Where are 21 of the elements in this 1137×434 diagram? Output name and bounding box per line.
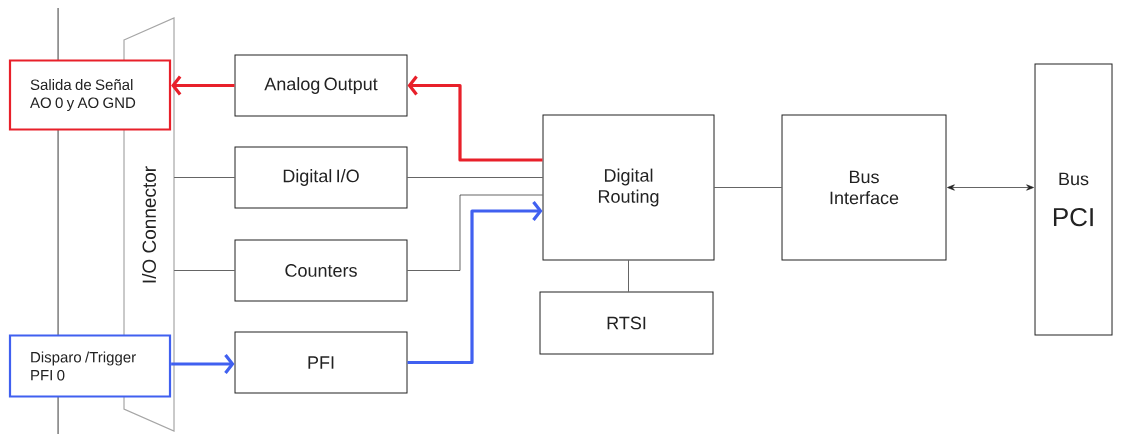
- process-box: Bus Interface: [781, 114, 947, 261]
- process-box: Digital I/O: [234, 146, 408, 209]
- connector: [407, 194, 543, 271]
- process-box: Digital Routing: [542, 114, 715, 261]
- connector: [173, 270, 235, 271]
- process-box: RTSI: [539, 291, 714, 355]
- connector: [628, 260, 629, 292]
- connector: [407, 177, 543, 178]
- connector: [714, 187, 782, 188]
- signal-box: Disparo /Trigger PFI 0: [8, 334, 172, 398]
- connector: [171, 75, 235, 96]
- signal-box: Salida de Señal AO 0 y AO GND: [8, 59, 172, 131]
- connector: [947, 184, 1034, 191]
- process-box: Counters: [234, 239, 408, 302]
- connector: [407, 201, 543, 365]
- connector: [173, 177, 235, 178]
- connector: [171, 354, 235, 374]
- process-box: Analog Output: [234, 54, 408, 117]
- bus-box: Bus PCI: [1034, 63, 1113, 336]
- connector: [407, 75, 543, 162]
- process-box: PFI: [234, 331, 408, 394]
